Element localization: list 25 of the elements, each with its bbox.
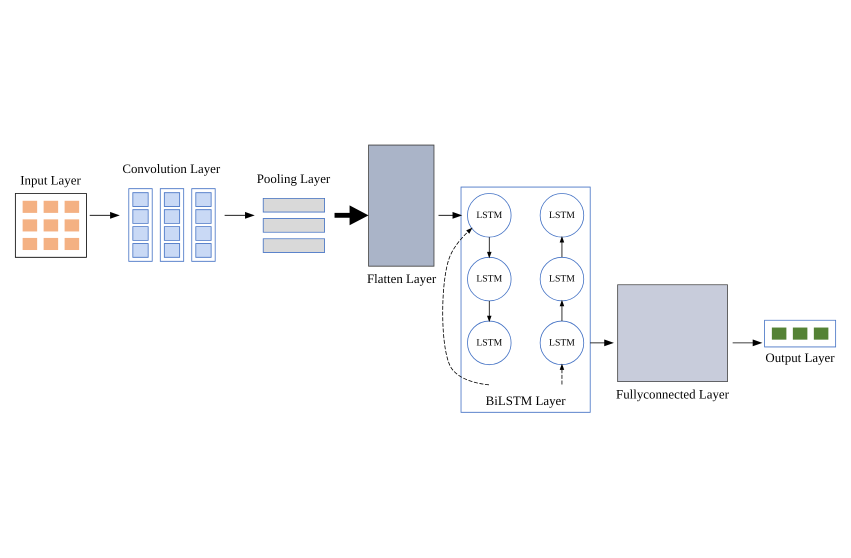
arrow bbox=[590, 338, 614, 346]
arrow bbox=[560, 236, 564, 258]
node-label: Convolution Layer bbox=[122, 160, 220, 176]
node-circle: LSTM bbox=[467, 256, 512, 301]
node-label: Fullyconnected Layer bbox=[616, 386, 729, 401]
node-circle: LSTM bbox=[540, 192, 584, 238]
arrow bbox=[560, 362, 564, 384]
arrow bbox=[224, 211, 255, 218]
arrow bbox=[442, 227, 490, 385]
node-box bbox=[764, 319, 836, 347]
arrow bbox=[560, 299, 564, 321]
arrow bbox=[334, 204, 369, 225]
node-label: Output Layer bbox=[765, 350, 835, 365]
arrow bbox=[487, 300, 492, 322]
node-label: Input Layer bbox=[20, 172, 81, 187]
node-circle: LSTM bbox=[540, 256, 584, 301]
node-circle: LSTM bbox=[467, 320, 512, 365]
arrow bbox=[487, 236, 492, 258]
node-label: Flatten Layer bbox=[366, 270, 436, 286]
arrow bbox=[89, 211, 120, 218]
node-circle: LSTM bbox=[540, 320, 584, 365]
arrow bbox=[732, 338, 762, 346]
node-label: Pooling Layer bbox=[256, 170, 330, 186]
node-box bbox=[14, 192, 87, 258]
arrow bbox=[438, 211, 462, 218]
